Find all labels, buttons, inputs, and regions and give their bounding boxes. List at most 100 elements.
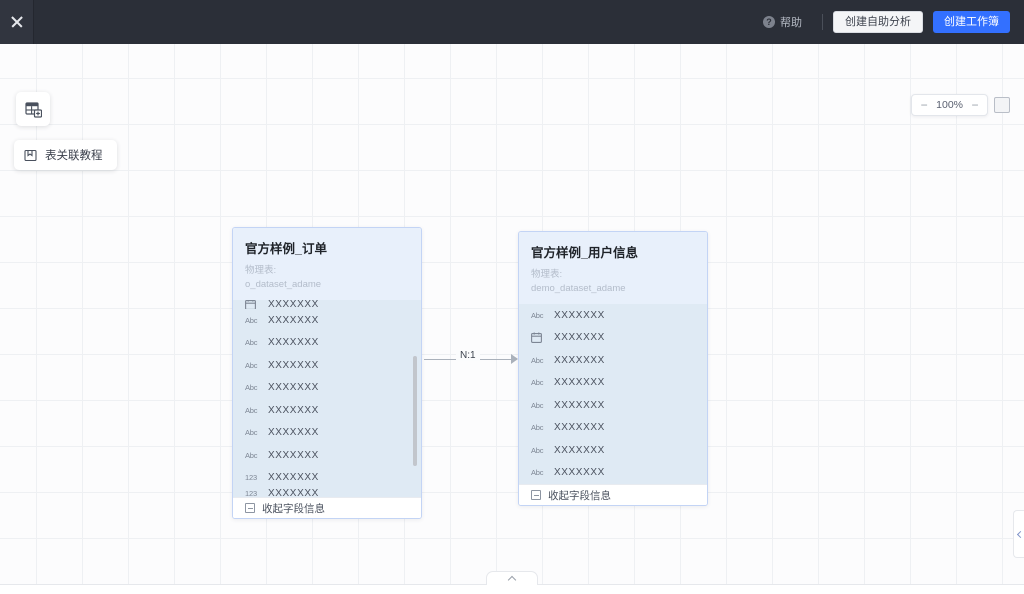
chevron-left-icon — [1016, 530, 1024, 538]
toolbar-divider — [822, 14, 823, 30]
field-row[interactable]: Abc XXXXXXX — [519, 462, 707, 485]
field-value: XXXXXXX — [268, 382, 319, 394]
field-type-text-icon: Abc — [531, 445, 544, 455]
field-type-text-icon: Abc — [531, 468, 544, 478]
collapse-icon — [245, 503, 255, 513]
collapse-fields-button[interactable]: 收起字段信息 — [519, 484, 707, 505]
table-relation-tutorial-button[interactable]: 表关联教程 — [14, 140, 117, 170]
field-value: XXXXXXX — [268, 359, 319, 371]
field-type-date-icon — [245, 300, 260, 309]
zoom-out-button[interactable]: − — [920, 98, 928, 112]
create-workbook-button[interactable]: 创建工作簿 — [933, 11, 1010, 33]
field-type-date-icon — [531, 332, 546, 344]
field-type-text-icon: Abc — [531, 310, 544, 320]
field-value: XXXXXXX — [554, 332, 605, 344]
field-row[interactable]: Abc XXXXXXX — [233, 309, 421, 332]
fit-screen-icon[interactable] — [994, 97, 1010, 113]
field-type-text-icon: Abc — [531, 378, 544, 388]
field-value: XXXXXXX — [554, 467, 605, 479]
field-value: XXXXXXX — [554, 377, 605, 389]
collapse-icon — [531, 490, 541, 500]
field-value: XXXXXXX — [268, 427, 319, 439]
field-type-text-icon: Abc — [245, 428, 258, 438]
help-button[interactable]: ? 帮助 — [753, 14, 812, 30]
physical-table-label: 物理表: — [531, 269, 563, 280]
close-button[interactable] — [0, 0, 34, 44]
field-row[interactable]: XXXXXXX — [233, 300, 421, 309]
zoom-level-value: 100% — [936, 99, 963, 111]
field-row[interactable]: Abc XXXXXXX — [519, 349, 707, 372]
collapse-label: 收起字段信息 — [262, 502, 325, 515]
table-title: 官方样例_用户信息 — [531, 246, 638, 260]
question-circle-icon: ? — [763, 16, 775, 28]
field-value: XXXXXXX — [268, 314, 319, 326]
chevron-up-icon — [507, 575, 517, 585]
add-table-button[interactable] — [16, 92, 50, 126]
create-self-service-analysis-button[interactable]: 创建自助分析 — [833, 11, 923, 33]
field-row[interactable]: Abc XXXXXXX — [233, 332, 421, 355]
field-row[interactable]: Abc XXXXXXX — [519, 417, 707, 440]
field-row[interactable]: Abc XXXXXXX — [233, 377, 421, 400]
field-row[interactable]: 123 XXXXXXX — [233, 489, 421, 497]
field-row[interactable]: Abc XXXXXXX — [233, 444, 421, 467]
field-value: XXXXXXX — [554, 444, 605, 456]
relationship-canvas[interactable]: 表关联教程 − 100% − 官方样例_订单 物理表: o_dataset_ad… — [0, 44, 1024, 594]
field-type-text-icon: Abc — [245, 338, 258, 348]
field-type-text-icon: Abc — [245, 405, 258, 415]
table-add-icon — [24, 101, 42, 118]
table-card-header: 官方样例_用户信息 物理表: demo_dataset_adame — [519, 232, 707, 304]
field-list-scrollbar[interactable] — [413, 356, 417, 466]
field-value: XXXXXXX — [268, 472, 319, 484]
field-value: XXXXXXX — [268, 449, 319, 461]
field-value: XXXXXXX — [554, 354, 605, 366]
relationship-cardinality-label[interactable]: N:1 — [456, 350, 480, 361]
field-row[interactable]: Abc XXXXXXX — [233, 399, 421, 422]
physical-table-name: o_dataset_adame — [245, 279, 322, 290]
top-bar: ? 帮助 创建自助分析 创建工作簿 — [0, 0, 1024, 44]
book-icon — [24, 149, 37, 161]
field-row[interactable]: Abc XXXXXXX — [519, 372, 707, 395]
field-row[interactable]: Abc XXXXXXX — [233, 354, 421, 377]
close-icon — [10, 15, 24, 29]
field-type-text-icon: Abc — [531, 423, 544, 433]
physical-table-label: 物理表: — [245, 265, 277, 276]
topbar-actions: ? 帮助 创建自助分析 创建工作簿 — [753, 0, 1024, 44]
collapse-label: 收起字段信息 — [548, 489, 611, 502]
field-type-text-icon: Abc — [531, 355, 544, 365]
zoom-in-button[interactable]: − — [971, 98, 979, 112]
tutorial-label: 表关联教程 — [45, 150, 103, 162]
zoom-control[interactable]: − 100% − — [911, 94, 988, 116]
field-list[interactable]: Abc XXXXXXX XXXXXXX Abc — [519, 304, 707, 484]
field-value: XXXXXXX — [554, 399, 605, 411]
relationship-connector[interactable]: N:1 — [424, 350, 518, 370]
field-type-number-icon: 123 — [245, 473, 257, 483]
field-row[interactable]: XXXXXXX — [519, 327, 707, 350]
field-row[interactable]: 123 XXXXXXX — [233, 467, 421, 490]
collapse-fields-button[interactable]: 收起字段信息 — [233, 497, 421, 518]
help-label: 帮助 — [780, 17, 802, 29]
field-row[interactable]: Abc XXXXXXX — [233, 422, 421, 445]
field-list[interactable]: XXXXXXX Abc XXXXXXX Abc XXXXXXX Abc XXXX… — [233, 300, 421, 497]
field-row[interactable]: Abc XXXXXXX — [519, 304, 707, 327]
field-value: XXXXXXX — [554, 422, 605, 434]
field-row[interactable]: Abc XXXXXXX — [519, 394, 707, 417]
bottom-panel — [0, 584, 1024, 594]
field-type-text-icon: Abc — [531, 400, 544, 410]
field-type-text-icon: Abc — [245, 315, 258, 325]
table-card-user-info[interactable]: 官方样例_用户信息 物理表: demo_dataset_adame Abc XX… — [518, 231, 708, 506]
table-title: 官方样例_订单 — [245, 242, 327, 256]
table-card-header: 官方样例_订单 物理表: o_dataset_adame — [233, 228, 421, 300]
field-type-text-icon: Abc — [245, 450, 258, 460]
collapse-side-panel-button[interactable] — [1013, 510, 1024, 558]
field-value: XXXXXXX — [268, 337, 319, 349]
expand-bottom-panel-button[interactable] — [486, 571, 538, 585]
field-value: XXXXXXX — [268, 489, 319, 497]
field-type-text-icon: Abc — [245, 383, 258, 393]
physical-table-name: demo_dataset_adame — [531, 283, 626, 294]
field-row[interactable]: Abc XXXXXXX — [519, 439, 707, 462]
field-type-number-icon: 123 — [245, 489, 257, 497]
table-card-orders[interactable]: 官方样例_订单 物理表: o_dataset_adame XXXXX — [232, 227, 422, 519]
field-value: XXXXXXX — [554, 309, 605, 321]
field-value: XXXXXXX — [268, 300, 319, 309]
